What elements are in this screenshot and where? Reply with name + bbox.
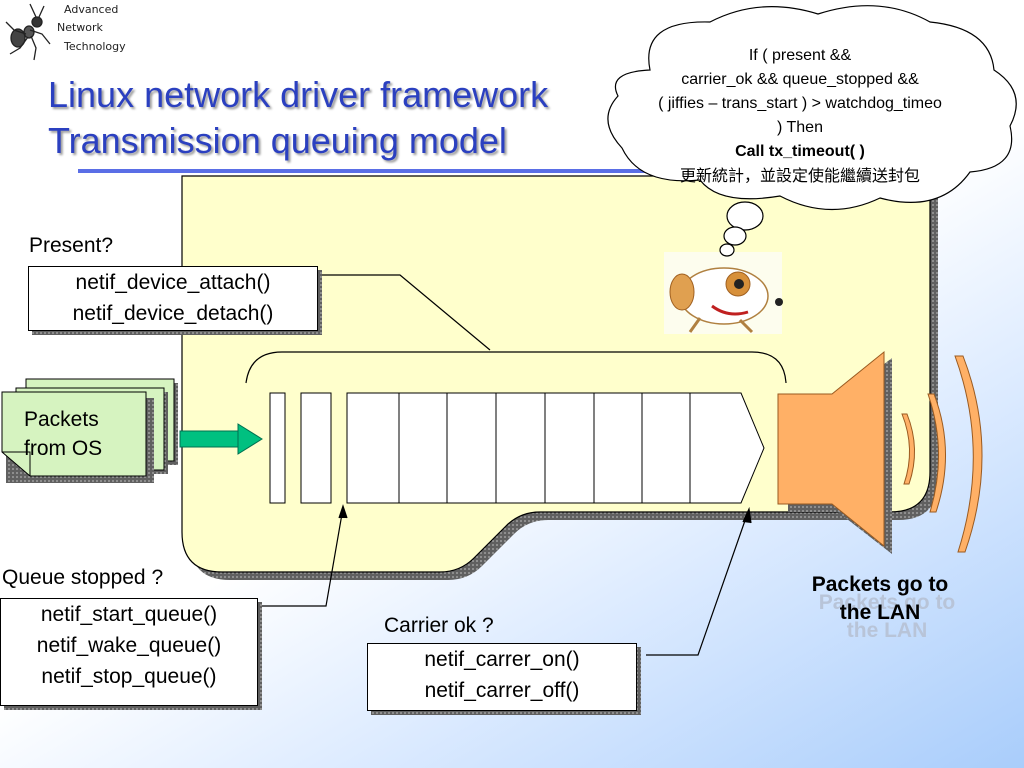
speaker-icon bbox=[777, 350, 983, 554]
function-netif-carrer-off: netif_carrer_off() bbox=[424, 679, 580, 702]
carrier-functions-box: netif_carrer_on() netif_carrer_off() bbox=[367, 643, 637, 711]
function-netif-stop-queue: netif_stop_queue() bbox=[41, 665, 217, 688]
driver-panel bbox=[181, 175, 938, 580]
queue-slot bbox=[300, 392, 332, 504]
function-netif-device-attach: netif_device_attach() bbox=[75, 271, 271, 294]
queue-slot bbox=[269, 392, 286, 504]
present-connector bbox=[318, 274, 491, 351]
logo-line-network: Network bbox=[57, 21, 103, 34]
packets-from-os-line: Packets bbox=[24, 408, 99, 431]
function-netif-wake-queue: netif_wake_queue() bbox=[36, 634, 222, 657]
lan-label-line: Packets go to bbox=[811, 573, 949, 596]
cloud-line: carrier_ok && queue_stopped && bbox=[681, 71, 919, 88]
packet-queue bbox=[269, 392, 765, 504]
cloud-call-line: Call tx_timeout( ) bbox=[735, 143, 865, 160]
thought-cloud bbox=[607, 5, 1017, 257]
present-functions-box: netif_device_attach() netif_device_detac… bbox=[28, 266, 318, 331]
green-arrow-icon bbox=[179, 423, 263, 455]
cloud-line: If ( present && bbox=[748, 47, 852, 64]
lan-label-line: the LAN bbox=[846, 619, 928, 642]
ant-logo-icon bbox=[5, 3, 51, 61]
queue-stopped-label: Queue stopped ? bbox=[2, 566, 164, 589]
puppy-icon bbox=[664, 252, 783, 334]
lan-label: Packets go to the LAN bbox=[770, 571, 990, 627]
packets-from-os-label: Packets from OS bbox=[24, 405, 102, 463]
cloud-line: ( jiffies – trans_start ) > watchdog_tim… bbox=[658, 95, 942, 112]
function-netif-carrer-on: netif_carrer_on() bbox=[424, 648, 580, 671]
function-netif-device-detach: netif_device_detach() bbox=[72, 302, 274, 325]
cloud-text: If ( present && carrier_ok && queue_stop… bbox=[615, 44, 985, 188]
page-title-line2: Transmission queuing model bbox=[48, 120, 507, 161]
packets-from-os-line: from OS bbox=[24, 437, 103, 460]
cloud-chinese-line: 更新統計，並設定使能繼續送封包 bbox=[679, 166, 920, 185]
cloud-line: ) Then bbox=[777, 119, 823, 136]
carrier-ok-label: Carrier ok ? bbox=[384, 614, 494, 637]
logo-line-advanced: Advanced bbox=[64, 3, 119, 16]
carrier-connector bbox=[646, 511, 749, 656]
queue-connector bbox=[258, 507, 344, 607]
logo-line-technology: Technology bbox=[64, 40, 126, 53]
present-label: Present? bbox=[29, 234, 114, 257]
packets-from-os-stack bbox=[1, 378, 178, 483]
queue-bracket bbox=[245, 351, 787, 384]
lan-label-shadow: Packets go to the LAN bbox=[777, 589, 997, 645]
lan-label-line: Packets go to bbox=[818, 591, 956, 614]
queue-functions-box: netif_start_queue() netif_wake_queue() n… bbox=[0, 598, 258, 706]
lan-label-line: the LAN bbox=[839, 601, 921, 624]
queue-slots-main bbox=[346, 392, 765, 504]
connector-lines bbox=[258, 274, 752, 656]
page-title-line1: Linux network driver framework bbox=[48, 74, 549, 115]
function-netif-start-queue: netif_start_queue() bbox=[40, 603, 218, 626]
